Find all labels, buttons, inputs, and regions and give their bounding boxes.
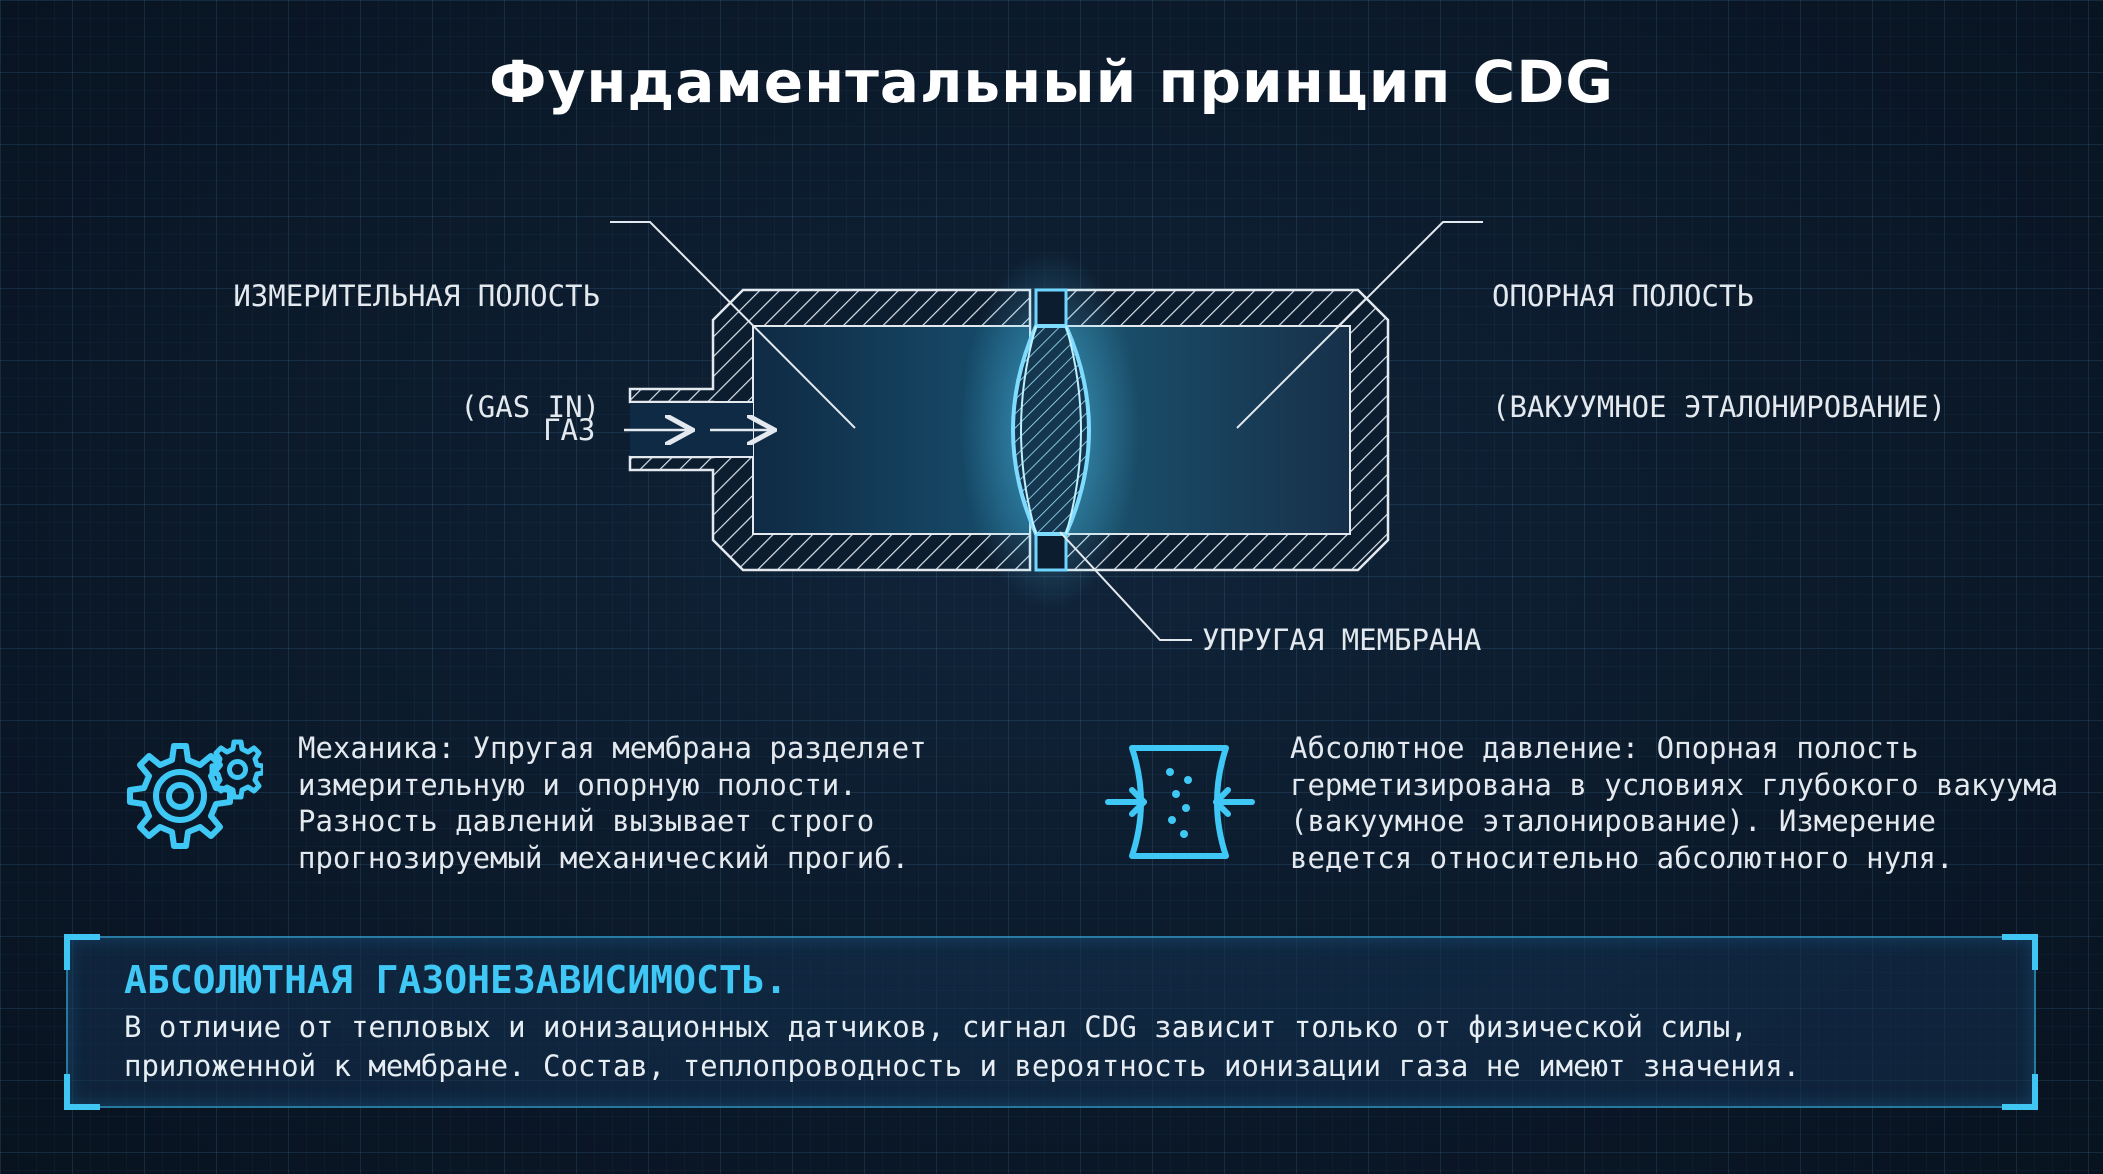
corner-bracket [64, 1074, 100, 1110]
feature-mechanics-line: Разность давлений вызывает строго [298, 804, 875, 838]
compression-icon [1105, 745, 1255, 859]
feature-absolute-line: Абсолютное давление: Опорная полость [1290, 731, 1919, 765]
corner-bracket [2002, 1074, 2038, 1110]
feature-mechanics-line: Механика: Упругая мембрана разделяет [298, 731, 927, 765]
callout-title: АБСОЛЮТНАЯ ГАЗОНЕЗАВИСИМОСТЬ. [124, 958, 788, 1002]
leader-measuring [610, 221, 856, 429]
label-measuring-line-1: ИЗМЕРИТЕЛЬНАЯ ПОЛОСТЬ [233, 279, 600, 313]
label-reference-cavity: ОПОРНАЯ ПОЛОСТЬ (ВАКУУМНОЕ ЭТАЛОНИРОВАНИ… [1492, 204, 1946, 463]
label-measuring-line-2: (GAS IN) [460, 390, 600, 424]
callout-line: приложенной к мембране. Состав, теплопро… [124, 1049, 1801, 1083]
corner-bracket [2002, 934, 2038, 970]
leader-membrane [1059, 531, 1192, 641]
feature-mechanics-line: измерительную и опорную полости. [298, 767, 857, 802]
feature-absolute-line: герметизирована в условиях глубокого вак… [1290, 767, 2059, 802]
label-gas: ГАЗ [543, 413, 596, 447]
gears-icon [127, 739, 263, 849]
callout-line: В отличие от тепловых и ионизационных да… [124, 1010, 1748, 1044]
callout-text: В отличие от тепловых и ионизационных да… [124, 1008, 1800, 1086]
feature-absolute-line: ведется относительно абсолютного нуля. [1290, 840, 1954, 875]
feature-mechanics-line: прогнозируемый механический прогиб. [298, 840, 910, 875]
feature-mechanics-text: Механика: Упругая мембрана разделяет изм… [298, 730, 927, 876]
label-measuring-cavity: ИЗМЕРИТЕЛЬНАЯ ПОЛОСТЬ (GAS IN) [170, 204, 600, 463]
callout-box: АБСОЛЮТНАЯ ГАЗОНЕЗАВИСИМОСТЬ. В отличие … [64, 934, 2038, 1110]
label-membrane: УПРУГАЯ МЕМБРАНА [1202, 623, 1482, 657]
elastic-membrane [1011, 288, 1091, 572]
corner-bracket [64, 934, 100, 970]
label-reference-line-1: ОПОРНАЯ ПОЛОСТЬ [1492, 279, 1754, 313]
page-title: Фундаментальный принцип CDG [489, 48, 1614, 116]
label-reference-line-2: (ВАКУУМНОЕ ЭТАЛОНИРОВАНИЕ) [1492, 390, 1946, 424]
leader-reference [1236, 221, 1483, 429]
feature-absolute-line: (вакуумное эталонирование). Измерение [1290, 804, 1937, 838]
feature-absolute-text: Абсолютное давление: Опорная полость гер… [1290, 730, 2058, 876]
